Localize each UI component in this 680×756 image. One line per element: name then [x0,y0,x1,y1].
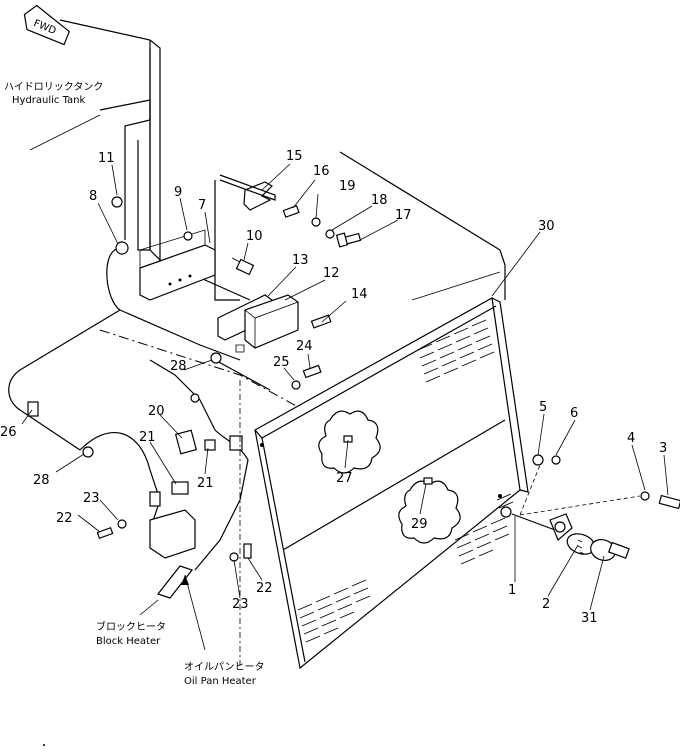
callout-leaders [21,163,669,611]
hydraulic-tank-outline [29,19,161,262]
callout-18: 18 [371,193,388,208]
callout-24: 24 [296,339,313,354]
callout-6: 6 [570,406,578,421]
switch-plate-part-1 [549,513,573,542]
bolt-part-10 [231,257,255,276]
oil-pan-leader [184,574,206,651]
switch-shaft [511,513,556,531]
callout-3: 3 [659,441,667,456]
relay-box-12 [235,294,299,353]
callout-23b: 23 [232,597,249,612]
cutout-part-29 [398,480,461,544]
oil-pan-leader-arrow [181,575,189,585]
callout-25: 25 [273,355,290,370]
callout-31: 31 [581,611,598,626]
pin-part-16 [282,205,300,218]
callout-22a: 22 [56,511,73,526]
panel-vents-lower-left [297,579,371,643]
grommet-part-28c [82,446,94,458]
callout-16: 16 [313,164,330,179]
callout-9: 9 [174,185,182,200]
assembly-axis-lines [519,464,641,516]
bolt-part-17 [335,232,362,248]
callout-8: 8 [89,189,97,204]
callout-26: 26 [0,425,17,440]
callout-21b: 21 [197,476,214,491]
grommet-part-28a [210,352,222,364]
block-heater-part [149,491,196,559]
center-line [99,329,501,511]
callout-22b: 22 [256,581,273,596]
bracket-part [139,229,216,301]
callout-1: 1 [508,583,516,598]
hydraulic-tank-label-en: Hydraulic Tank [12,95,86,106]
callout-2: 2 [542,597,550,612]
callout-5: 5 [539,400,547,415]
bolt-part-22a [96,527,114,539]
callout-10: 10 [246,229,263,244]
clamp-part-20 [174,429,198,455]
block-heater-label-jp: ブロックヒータ [96,620,166,633]
washer-part-4 [640,491,650,501]
clamp-part-15 [243,181,273,211]
grommet-part-28b [190,393,200,403]
callout-4: 4 [627,431,635,446]
callout-23a: 23 [83,491,100,506]
washer-part-9 [183,231,193,241]
fwd-label: FWD [32,18,58,37]
block-heater-leader [139,599,159,616]
clip-part-26 [27,401,39,417]
clip-in-cutout-29 [423,477,433,485]
washer-part-23b [229,552,239,562]
callout-12: 12 [323,266,340,281]
washer-part-18 [325,229,335,239]
callout-7: 7 [198,198,206,213]
callout-30: 30 [538,219,555,234]
panel-vents-upper [417,319,495,383]
switch-mount-part-1 [500,506,512,518]
fwd-arrow-icon: FWD [23,4,71,46]
cover-plate-outline [219,174,276,201]
switch-part-31 [590,539,630,561]
oil-pan-heater-label-jp: オイルパンヒータ [184,661,265,673]
callout-21a: 21 [139,430,156,445]
stray-dot [43,744,45,746]
washer-part-6 [551,455,561,465]
clip-part-21a [171,481,189,495]
hydraulic-tank-label-jp: ハイドロリックタンク [4,81,103,93]
callout-14: 14 [351,287,368,302]
washer-part-19 [311,217,321,227]
washer-part-25 [291,380,301,390]
knob-part-2 [566,533,596,555]
callout-29: 29 [411,517,428,532]
callout-13: 13 [292,253,309,268]
nut-part-11 [111,196,123,208]
callout-27: 27 [336,471,353,486]
grommet-part-8 [115,241,129,255]
clip-part-21b [204,439,216,451]
connector-part [229,435,243,451]
callout-19: 19 [339,179,356,194]
oil-pan-heater-label-en: Oil Pan Heater [184,676,257,687]
callout-15: 15 [286,149,303,164]
callout-17: 17 [395,208,412,223]
callout-28a: 28 [170,359,187,374]
bolt-part-22b [243,543,252,559]
bolt-part-24 [302,364,322,379]
callout-20: 20 [148,404,165,419]
wiring-harness [8,247,271,571]
panel-vents-lower-right [454,493,514,565]
callout-11: 11 [98,151,115,166]
block-heater-label-en: Block Heater [96,636,161,647]
nut-part-5 [532,454,544,466]
washer-part-23a [117,519,127,529]
bolt-part-3 [658,494,680,510]
oil-pan-heater-part [157,565,193,599]
callout-28b: 28 [33,473,50,488]
